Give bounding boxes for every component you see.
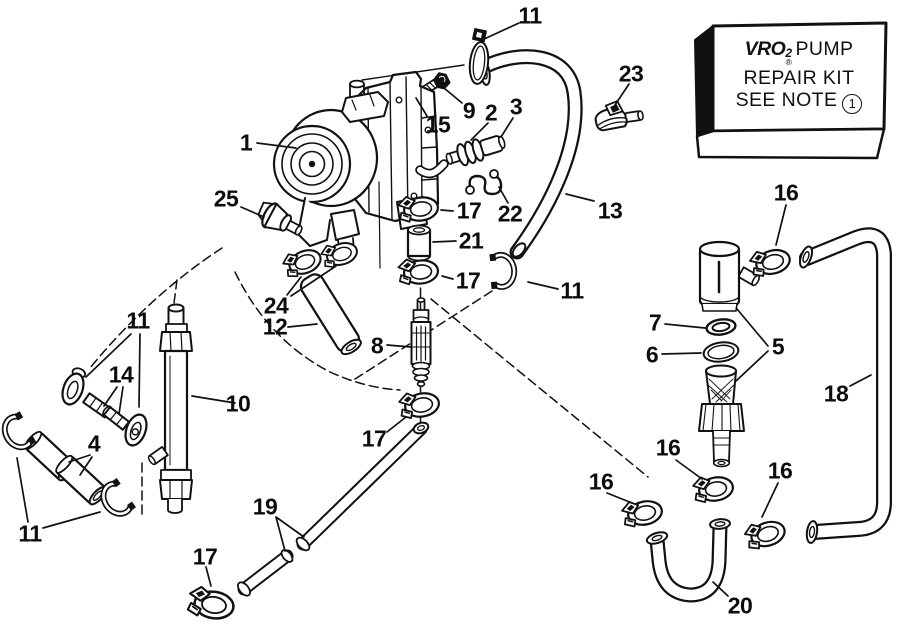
hose-clamp-17-d (185, 584, 237, 623)
callout-10: 10 (225, 390, 251, 417)
callout-16-c: 16 (767, 457, 793, 484)
hose-12 (299, 273, 362, 356)
hose-clamp-17-c (396, 387, 442, 422)
callout-4: 4 (87, 430, 101, 457)
brand-superscript: 2® (785, 46, 793, 67)
oring-7 (705, 318, 737, 336)
callout-11-mid: 11 (560, 277, 584, 304)
oil-inlet-fitting-2-3 (445, 135, 506, 167)
callout-24: 24 (263, 292, 289, 319)
oil-supply-hose-13 (478, 49, 583, 260)
callout-21: 21 (458, 227, 484, 254)
oring-6 (702, 341, 740, 363)
callout-16-a: 16 (588, 468, 614, 495)
callout-1: 1 (239, 129, 253, 156)
callout-7: 7 (648, 309, 662, 336)
callout-2: 2 (484, 99, 498, 126)
hose-clamp-17-b (396, 255, 441, 287)
brand-name: VRO (744, 38, 786, 60)
sleeve-21 (406, 224, 432, 262)
callout-15: 15 (425, 111, 451, 138)
hose-clamp-16-c (741, 514, 789, 553)
fuel-hose-18 (798, 227, 892, 544)
wire-clip-22 (465, 169, 503, 196)
callout-5: 5 (771, 333, 785, 360)
callout-19: 19 (252, 493, 278, 520)
filter-assembly-5 (698, 240, 761, 312)
inline-filter-8 (410, 297, 432, 387)
leader-lines (16, 22, 872, 597)
note-number-circle: 1 (842, 93, 863, 114)
fuel-hose-19-short (237, 549, 294, 597)
callout-11-bottom-left: 11 (18, 520, 42, 547)
callout-9: 9 (462, 97, 476, 124)
pinch-clamp-23 (594, 100, 644, 132)
callout-11-top: 11 (518, 2, 542, 29)
callout-16-b: 16 (655, 434, 681, 461)
callout-23: 23 (618, 60, 644, 87)
elbow-fitting-14-b (102, 405, 148, 447)
callout-13: 13 (597, 197, 623, 224)
fuel-hose-19-long (295, 421, 430, 552)
filter-screen-5 (698, 364, 745, 468)
callout-11-left: 11 (126, 307, 150, 334)
cable-tie-11 (361, 28, 490, 85)
callout-8: 8 (370, 332, 384, 359)
oil-line-10 (147, 303, 193, 514)
callout-17-c: 17 (361, 425, 387, 452)
hose-clamp-16-top-right (747, 242, 794, 280)
callout-17-b: 17 (455, 267, 481, 294)
callout-6: 6 (645, 341, 659, 368)
pump-assembly (272, 70, 449, 269)
callout-25: 25 (213, 185, 239, 212)
callout-12: 12 (262, 313, 288, 340)
callout-16-top-right: 16 (773, 179, 799, 206)
registered-mark: ® (785, 57, 793, 67)
kit-box-line2: REPAIR KIT (743, 66, 855, 89)
callout-20: 20 (727, 592, 753, 619)
callout-18: 18 (823, 380, 849, 407)
spring-clamp-11-mid (488, 252, 515, 289)
callout-17-d: 17 (192, 543, 218, 570)
callout-3: 3 (509, 93, 523, 120)
callout-17-a: 17 (456, 197, 482, 224)
callout-14: 14 (108, 361, 134, 388)
check-valve-25 (257, 201, 303, 236)
callout-22: 22 (497, 200, 523, 227)
fuel-hose-20 (645, 518, 731, 603)
